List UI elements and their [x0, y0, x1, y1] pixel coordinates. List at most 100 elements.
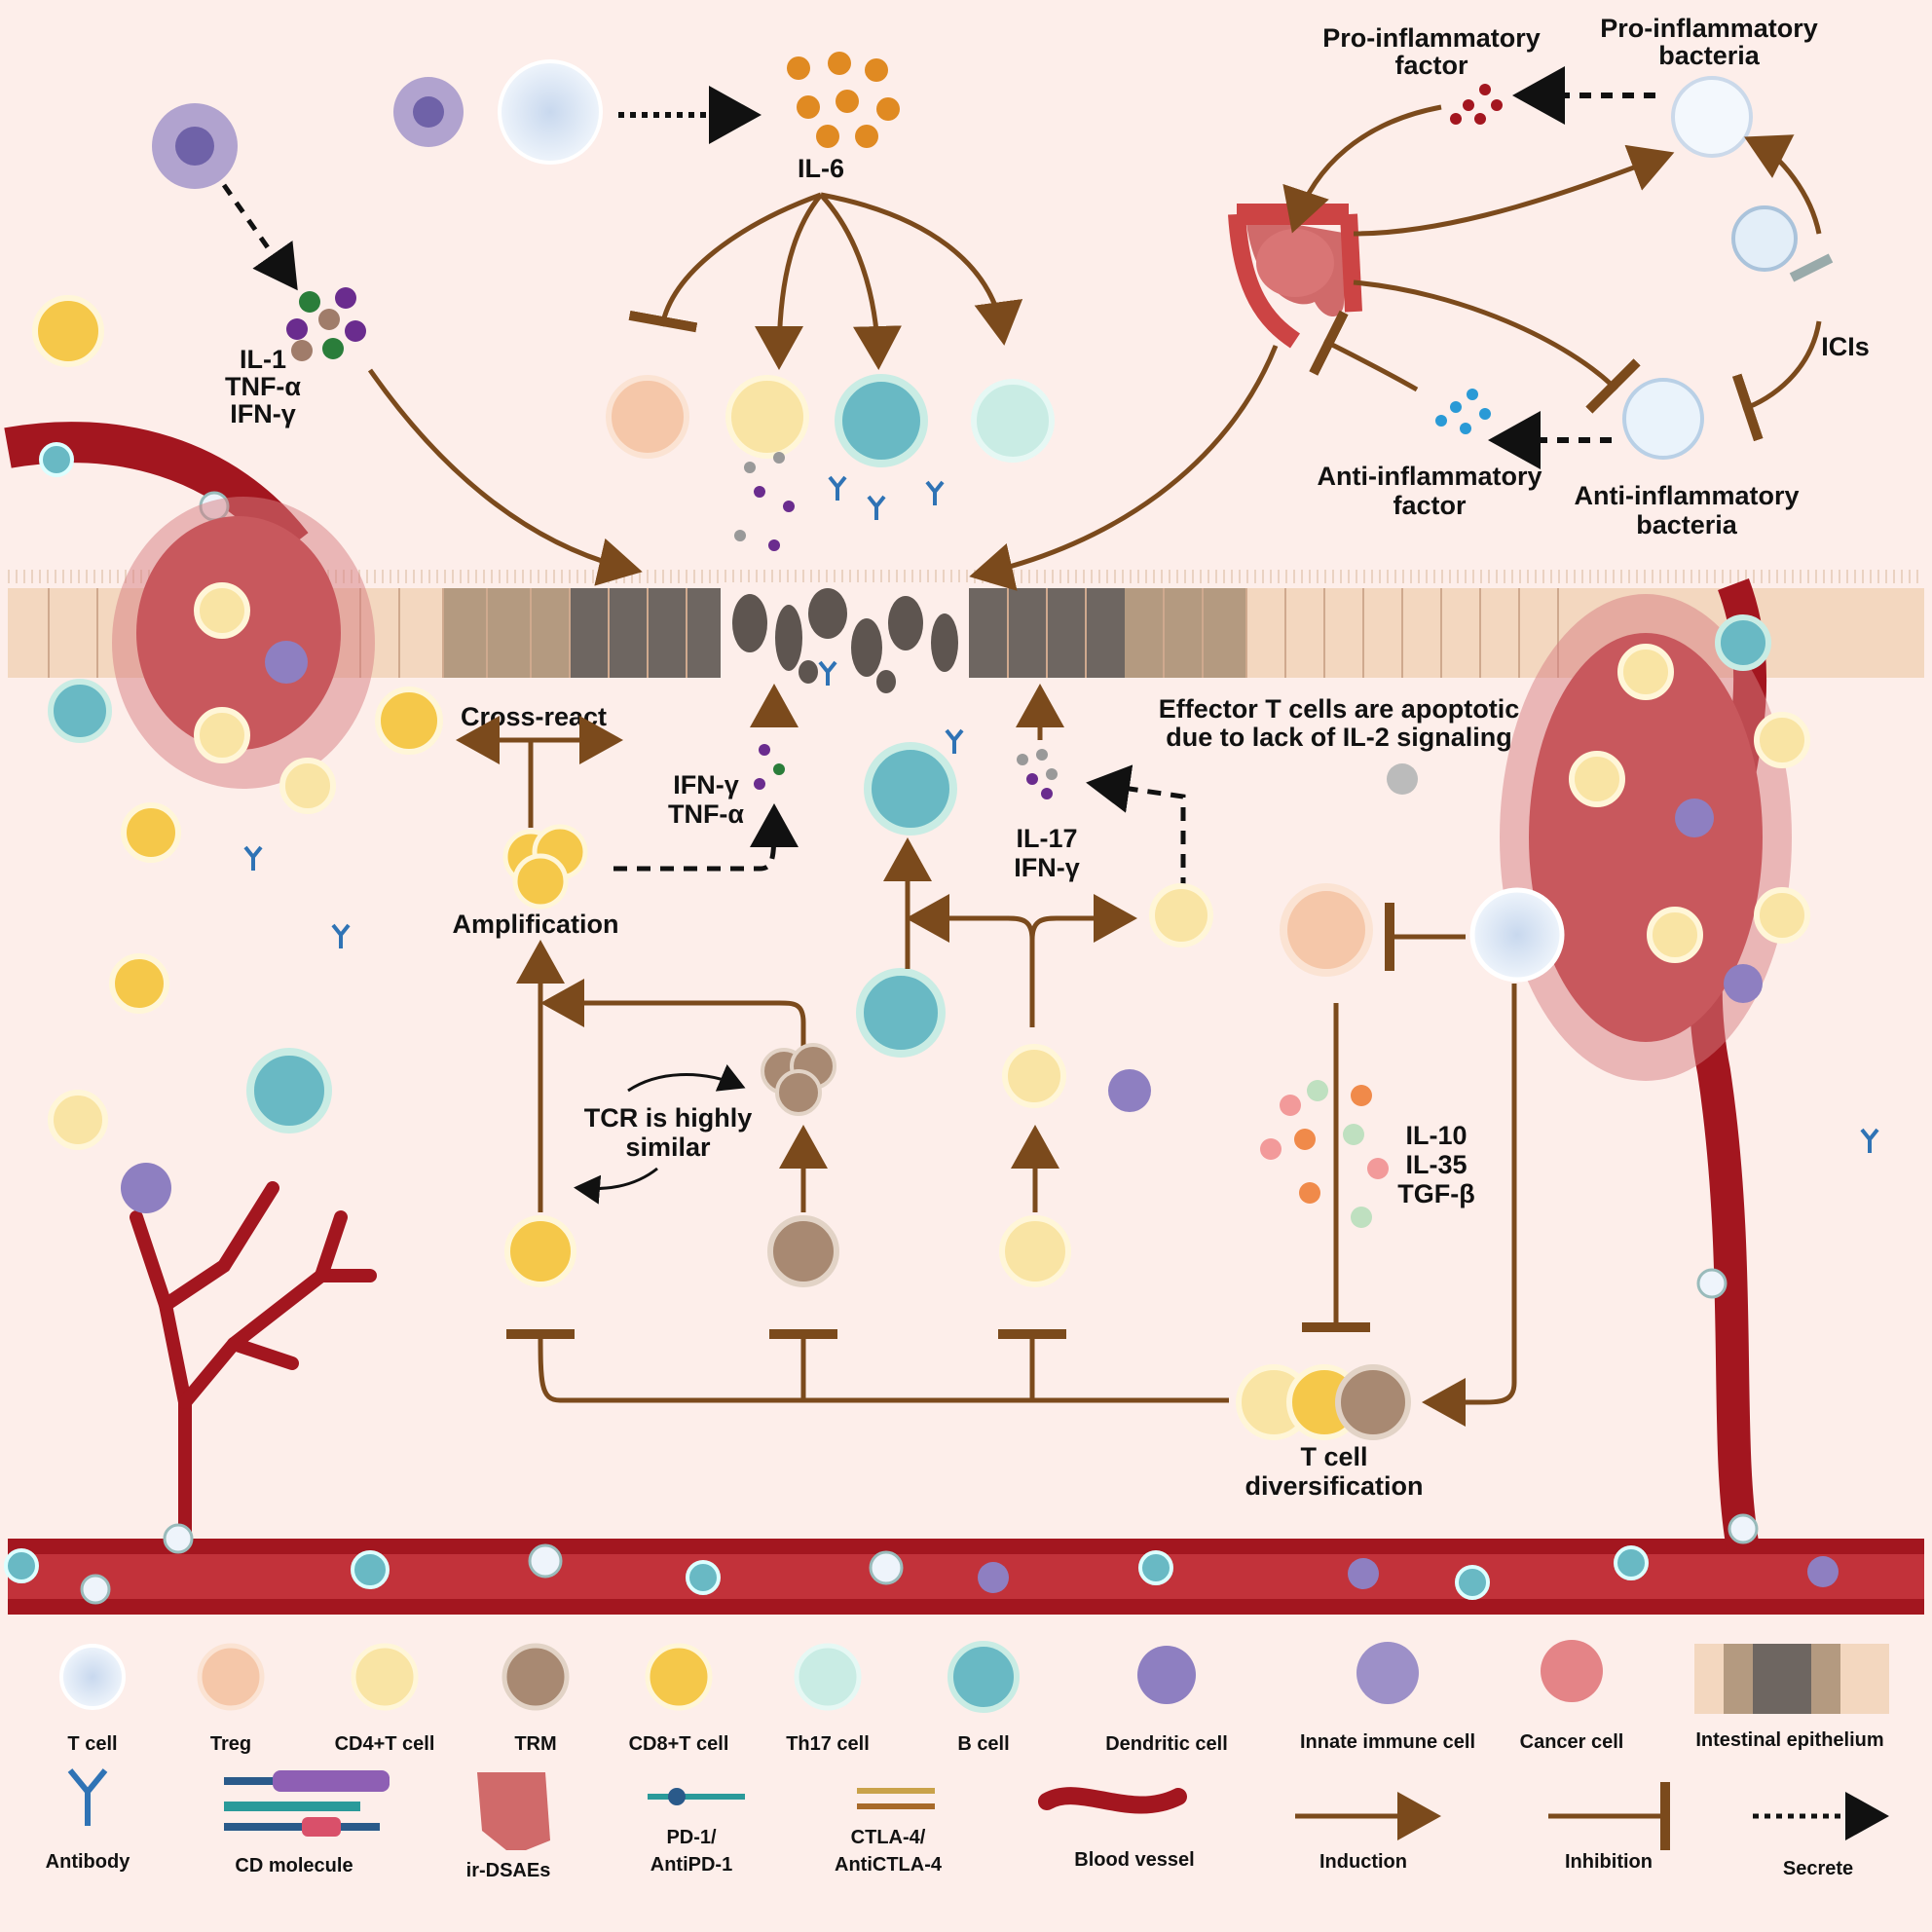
blood-vessel-bottom [8, 1539, 1924, 1615]
legend: T cell Treg CD4+T cell TRM CD8+T cell Th… [46, 1640, 1889, 1881]
legend-label-pd1: PD-1/ [666, 1827, 717, 1848]
legend-label-ctla4: CTLA-4/ [851, 1827, 926, 1848]
label-il6: IL-6 [798, 154, 844, 183]
legend-blood-vessel-icon [1038, 1787, 1187, 1814]
anti-factor-dots [1435, 389, 1491, 434]
trm-cluster-3 [775, 1069, 822, 1116]
bcell-lower [856, 968, 946, 1058]
trm-bottom [767, 1215, 839, 1287]
label-tcr-2: similar [625, 1133, 711, 1162]
label-tgfb: TGF-β [1397, 1179, 1474, 1208]
legend-label-treg: Treg [210, 1733, 251, 1755]
legend-ctla4-icon [857, 1788, 935, 1809]
legend-label-blood-vessel: Blood vessel [1074, 1849, 1194, 1871]
blood-vessel-branch [130, 1181, 377, 1550]
label-ifn-g-il17: IFN-γ [1014, 853, 1080, 882]
bcell [835, 374, 928, 467]
legend-dendritic-icon [1137, 1646, 1196, 1704]
treg-cell [606, 375, 689, 459]
legend-label-cd-molecule: CD molecule [235, 1855, 353, 1876]
label-pro-bacteria-1: Pro-inflammatory [1600, 14, 1818, 43]
label-il10: IL-10 [1405, 1121, 1467, 1150]
cd4-dc-pair [1002, 1044, 1066, 1108]
inhibit-icis-antibacteria [1731, 320, 1822, 442]
label-tnf-a-mid: TNF-α [668, 799, 744, 829]
il6-targets [628, 192, 1023, 370]
arrow-il1-epithelium [367, 368, 643, 586]
th17-cell [971, 379, 1055, 463]
arrow-colon-epithelium [969, 345, 1279, 591]
label-il17: IL-17 [1016, 824, 1077, 853]
tcr-arrow-down [574, 1167, 658, 1205]
legend-label-cancer: Cancer cell [1520, 1731, 1624, 1753]
bcell-mid [864, 742, 957, 836]
label-anti-bacteria-1: Anti-inflammatory [1574, 481, 1799, 510]
arrow-trm-amplification [540, 979, 806, 1052]
arrow-split-th17 [913, 918, 1128, 1027]
legend-label-induction: Induction [1319, 1851, 1407, 1873]
legend-label-inhibition: Inhibition [1565, 1851, 1653, 1873]
legend-trm-icon [502, 1643, 570, 1711]
secrete-arrow-il1 [221, 183, 298, 291]
arrow-icis-probacteria [1744, 134, 1822, 235]
th17-mid [1149, 883, 1213, 947]
ir-dsaes-colon [1228, 204, 1362, 349]
il6-molecules [787, 52, 900, 148]
legend-label-innate: Innate immune cell [1300, 1731, 1475, 1753]
label-ifn-g: IFN-γ [230, 399, 296, 428]
legend-cd-molecule-icon [224, 1770, 390, 1837]
inhibit-colon-antibacteria [1353, 279, 1641, 414]
antibodies [243, 475, 1879, 1153]
cd8-amplified-3 [512, 853, 569, 910]
label-il35: IL-35 [1405, 1150, 1467, 1179]
arrow-cross-react [465, 740, 613, 828]
treg-right [1280, 883, 1373, 977]
dc-right [1108, 1069, 1151, 1112]
legend-label-bcell: B cell [957, 1733, 1009, 1755]
legend-innate-icon [1356, 1642, 1419, 1704]
legend-tcell-icon [59, 1644, 126, 1710]
legend-label-cd8: CD8+T cell [629, 1733, 729, 1755]
legend-label-tcell: T cell [67, 1733, 117, 1755]
legend-epithelium-icon [1694, 1644, 1889, 1714]
pro-inflammatory-factor-dots [1450, 84, 1503, 125]
legend-label-secrete: Secrete [1783, 1858, 1853, 1879]
inhibition-bus [506, 1328, 1229, 1403]
legend-label-antipd1: AntiPD-1 [650, 1854, 732, 1876]
legend-pd1-icon [648, 1788, 745, 1805]
il17-dots [1017, 749, 1058, 799]
cytokine-dots-mid [734, 452, 795, 790]
div-trm [1335, 1364, 1411, 1440]
arrow-factor-colon [1282, 104, 1442, 234]
cd8-bottom [504, 1215, 576, 1287]
legend-bcell-icon [947, 1641, 1020, 1713]
il2-receptor-cell [1387, 763, 1418, 795]
secrete-arrow-il17 [1086, 764, 1186, 891]
legend-label-epithelium: Intestinal epithelium [1695, 1729, 1883, 1751]
label-pro-bacteria-2: bacteria [1658, 41, 1761, 70]
label-anti-factor-2: factor [1393, 491, 1467, 520]
cd4-cell [725, 375, 809, 459]
tcell-right [1469, 887, 1565, 983]
legend-label-th17: Th17 cell [786, 1733, 870, 1755]
anti-bacteria-cluster [1622, 378, 1704, 460]
label-diversification: diversification [1245, 1471, 1423, 1501]
label-effector-2: due to lack of IL-2 signaling [1166, 723, 1512, 752]
legend-label-cd4: CD4+T cell [335, 1733, 435, 1755]
label-tnf-a: TNF-α [225, 372, 301, 401]
legend-th17-icon [794, 1643, 862, 1711]
legend-treg-icon [197, 1643, 265, 1711]
syringe [1789, 253, 1834, 282]
tcr-arrow-up [627, 1063, 746, 1093]
label-cross-react: Cross-react [461, 702, 607, 731]
legend-label-antibody: Antibody [46, 1851, 131, 1873]
tumor-right [1500, 594, 1810, 1081]
legend-label-trm: TRM [514, 1733, 556, 1755]
label-icis: ICIs [1821, 332, 1870, 361]
legend-label-dendritic: Dendritic cell [1105, 1733, 1228, 1755]
label-il1: IL-1 [240, 345, 286, 374]
legend-cd8-icon [645, 1643, 713, 1711]
pro-bacteria-cluster [1671, 76, 1753, 158]
label-effector-1: Effector T cells are apoptotic [1159, 694, 1520, 724]
